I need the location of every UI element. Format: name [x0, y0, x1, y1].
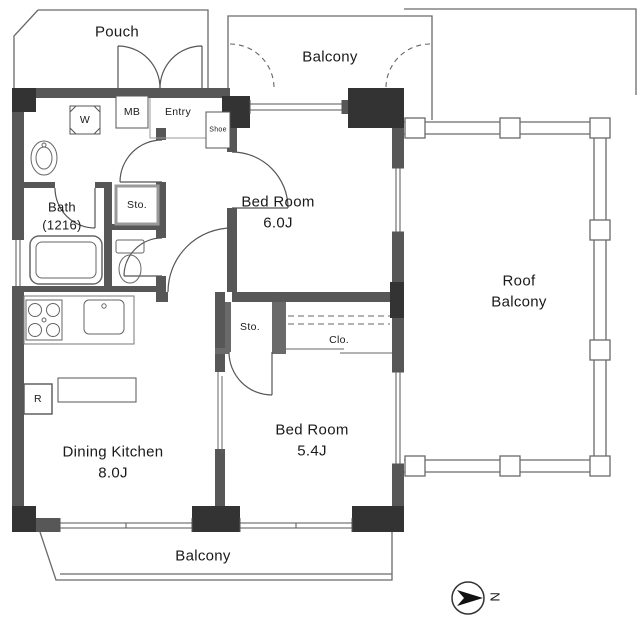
washing-machine: [69, 105, 101, 135]
stove: [25, 299, 63, 341]
compass: [451, 581, 485, 615]
fixture-label-storage-bed: Sto.: [240, 321, 260, 333]
room-label-roof-balcony-2: Balcony: [491, 293, 547, 311]
fixture-label-refrigerator: R: [34, 393, 42, 405]
building-top-edge: [404, 8, 637, 95]
compass-north-label: N: [487, 592, 503, 602]
bathtub: [29, 235, 103, 285]
kitchen-sink: [83, 299, 125, 335]
room-label-roof-balcony-1: Roof: [502, 272, 536, 290]
kitchen-island: [57, 377, 137, 403]
fixture-label-meter-box: MB: [123, 106, 141, 118]
room-label-bedroom2-size: 5.4J: [297, 442, 327, 460]
pouch-outline: [13, 9, 209, 88]
room-label-bedroom1-size: 6.0J: [263, 214, 293, 232]
dining-balcony-window: [59, 518, 193, 532]
roof-balcony-railing: [404, 117, 611, 477]
fixture-label-washer: W: [79, 114, 91, 126]
bath-window: [15, 240, 21, 286]
refrigerator-box: [23, 383, 53, 415]
interior-partitions: [215, 302, 286, 354]
kitchen-counter: [23, 295, 135, 345]
room-label-bath-size: (1216): [42, 217, 82, 233]
bedroom2-storage-door: [228, 351, 273, 396]
exterior-outlines: [13, 8, 637, 581]
entrance-door-left: [117, 45, 161, 89]
bedroom2-side-window: [392, 371, 404, 465]
bedroom1-door: [231, 151, 289, 209]
railing-posts: [404, 117, 611, 477]
fixture-label-storage-hall: Sto.: [127, 199, 147, 211]
bath-door: [54, 187, 96, 229]
entrance-door-right: [159, 45, 203, 89]
fixture-label-closet: Clo.: [329, 334, 349, 346]
compass-needle: [457, 590, 483, 606]
doors: [54, 45, 289, 396]
closet-details: [149, 98, 392, 453]
room-label-balcony-top: Balcony: [302, 48, 358, 66]
room-label-dining-size: 8.0J: [98, 464, 128, 482]
bedroom1-side-window: [392, 167, 404, 233]
toilet: [115, 239, 145, 284]
room-label-bath: Bath: [48, 199, 76, 215]
entry-step-edge: [149, 98, 227, 139]
toilet-door: [123, 237, 163, 277]
bottom-balcony-outline: [39, 531, 393, 581]
hall-dining-door: [167, 227, 233, 293]
top-balcony-outline: [227, 15, 433, 120]
fixtures: [23, 95, 231, 415]
hall-storage-box: [114, 184, 160, 226]
fixture-label-entry: Entry: [164, 106, 192, 118]
washroom-door: [119, 139, 163, 183]
columns: [12, 88, 404, 532]
room-label-balcony-bottom: Balcony: [175, 547, 231, 565]
room-label-bedroom1: Bed Room: [241, 193, 315, 211]
fixture-label-shoe: Shoe: [209, 126, 227, 134]
room-label-bedroom2: Bed Room: [275, 421, 349, 439]
closet-sliding-doors: [286, 348, 392, 354]
bedroom2-balcony-window: [239, 518, 353, 532]
windows: [12, 100, 404, 532]
room-label-pouch: Pouch: [94, 23, 140, 41]
dining-bedroom2-sliding-door: [217, 372, 223, 453]
room-label-dining-kitchen: Dining Kitchen: [62, 443, 164, 461]
meter-box: [115, 95, 149, 129]
shoe-box: [205, 111, 231, 149]
closet-hanger-pipe: [288, 315, 390, 325]
bedroom1-top-window: [249, 100, 343, 114]
vanity-sink: [30, 140, 58, 176]
